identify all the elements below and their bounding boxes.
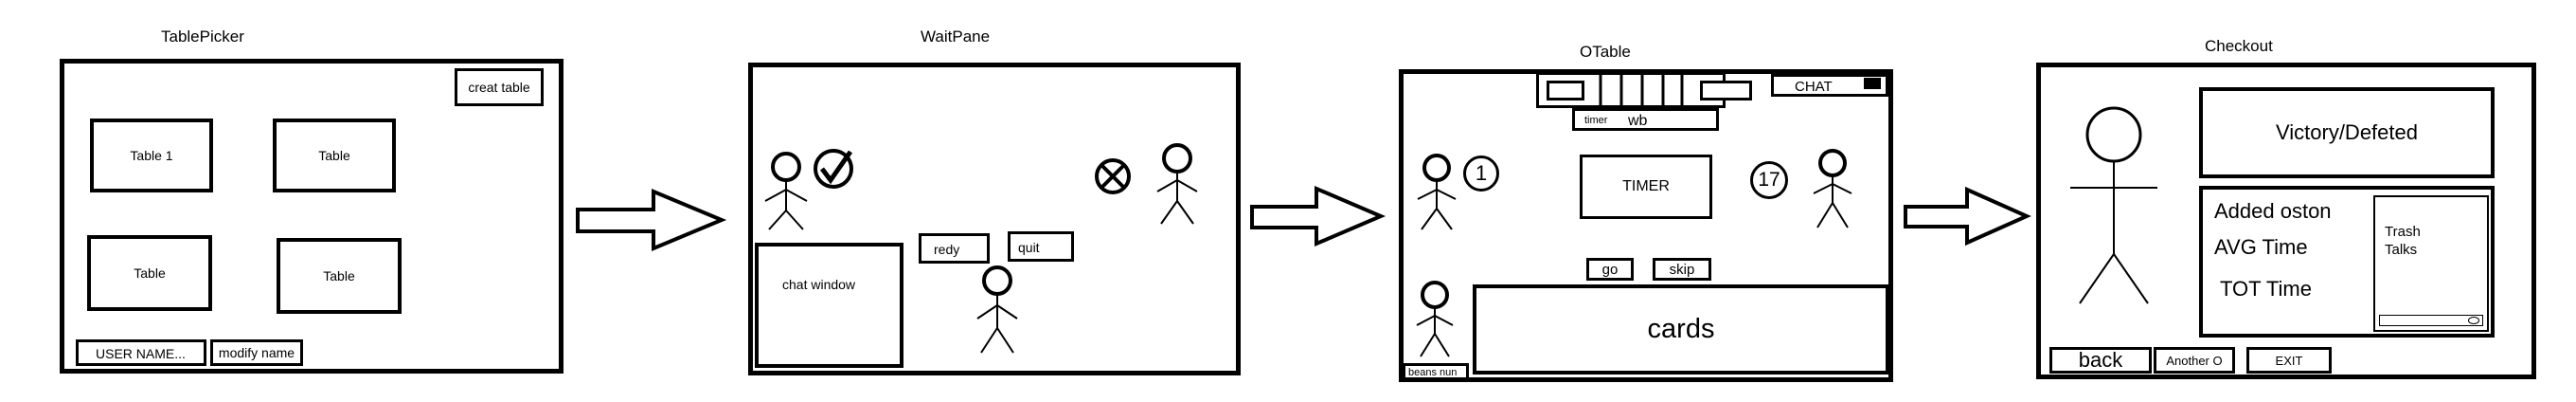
- trash-talks-label: Trash Talks: [2385, 224, 2421, 258]
- timer-box-label: TIMER: [1622, 178, 1670, 194]
- back-button[interactable]: back: [2049, 347, 2152, 374]
- result-label: Victory/Defeted: [2275, 120, 2418, 144]
- ready-button[interactable]: redy: [919, 233, 990, 264]
- table-card-label: Table: [318, 148, 350, 163]
- card-slot[interactable]: [1700, 81, 1752, 100]
- modify-name-label: modify name: [218, 345, 295, 360]
- trash-talk-input[interactable]: [2379, 315, 2483, 326]
- chat-window[interactable]: chat window: [755, 243, 903, 368]
- table-card-label: Table: [134, 265, 166, 281]
- beans-label: beans nun: [1408, 367, 1458, 378]
- back-label: back: [2078, 348, 2123, 372]
- stat-added: Added oston: [2214, 199, 2332, 223]
- table-card-1[interactable]: Table 1: [90, 119, 213, 192]
- chat-window-label: chat window: [782, 277, 856, 292]
- username-input[interactable]: USER NAME...: [76, 339, 206, 366]
- table-card-4[interactable]: Table: [277, 238, 402, 314]
- right-player-count: 17: [1758, 169, 1780, 191]
- table-card-3[interactable]: Table: [87, 235, 212, 311]
- quit-label: quit: [1018, 240, 1040, 255]
- table-card-label: Table 1: [130, 148, 173, 163]
- stats-box: Added oston AVG Time TOT Time Trash Talk…: [2199, 186, 2495, 338]
- timer-box: TIMER: [1580, 155, 1712, 219]
- left-player-count: 1: [1475, 161, 1488, 185]
- go-button[interactable]: go: [1586, 258, 1634, 281]
- quit-button[interactable]: quit: [1008, 231, 1074, 262]
- right-player-count-badge: 17: [1750, 161, 1788, 199]
- table-card-label: Table: [323, 268, 355, 283]
- skip-button[interactable]: skip: [1653, 258, 1711, 281]
- send-icon[interactable]: [2468, 317, 2479, 324]
- checkout-title: Checkout: [2205, 37, 2273, 55]
- table-card-2[interactable]: Table: [273, 119, 396, 192]
- create-table-button[interactable]: creat table: [455, 68, 544, 106]
- trash-talks-panel[interactable]: Trash Talks: [2373, 195, 2489, 332]
- otable-title: OTable: [1580, 43, 1631, 61]
- create-table-label: creat table: [468, 80, 530, 95]
- beans-label-box: beans nun: [1403, 363, 1469, 380]
- table-picker-frame: [60, 59, 564, 374]
- stat-tot-time: TOT Time: [2220, 277, 2312, 301]
- cards-label: cards: [1647, 314, 1715, 344]
- chat-tab-label: CHAT: [1795, 79, 1833, 95]
- another-label: Another O: [2166, 353, 2223, 368]
- result-box: Victory/Defeted: [2199, 87, 2495, 178]
- wb-label: wb: [1628, 113, 1648, 129]
- left-player-count-badge: 1: [1463, 155, 1499, 192]
- wait-pane-title: WaitPane: [921, 27, 991, 46]
- cards-area[interactable]: cards: [1473, 284, 1889, 375]
- timer-small-label: timer: [1584, 115, 1608, 126]
- card-slot[interactable]: [1547, 81, 1584, 100]
- chat-toggle-icon[interactable]: [1864, 78, 1881, 89]
- username-placeholder: USER NAME...: [96, 346, 186, 361]
- stat-avg-time: AVG Time: [2214, 235, 2308, 259]
- another-button[interactable]: Another O: [2154, 347, 2235, 374]
- ready-label: redy: [934, 242, 960, 257]
- go-label: go: [1601, 261, 1619, 278]
- timer-wb-bar: timer wb: [1572, 108, 1719, 131]
- exit-label: EXIT: [2275, 353, 2303, 368]
- table-picker-title: TablePicker: [161, 27, 244, 46]
- exit-button[interactable]: EXIT: [2246, 347, 2332, 374]
- skip-label: skip: [1669, 261, 1695, 278]
- modify-name-button[interactable]: modify name: [210, 339, 303, 366]
